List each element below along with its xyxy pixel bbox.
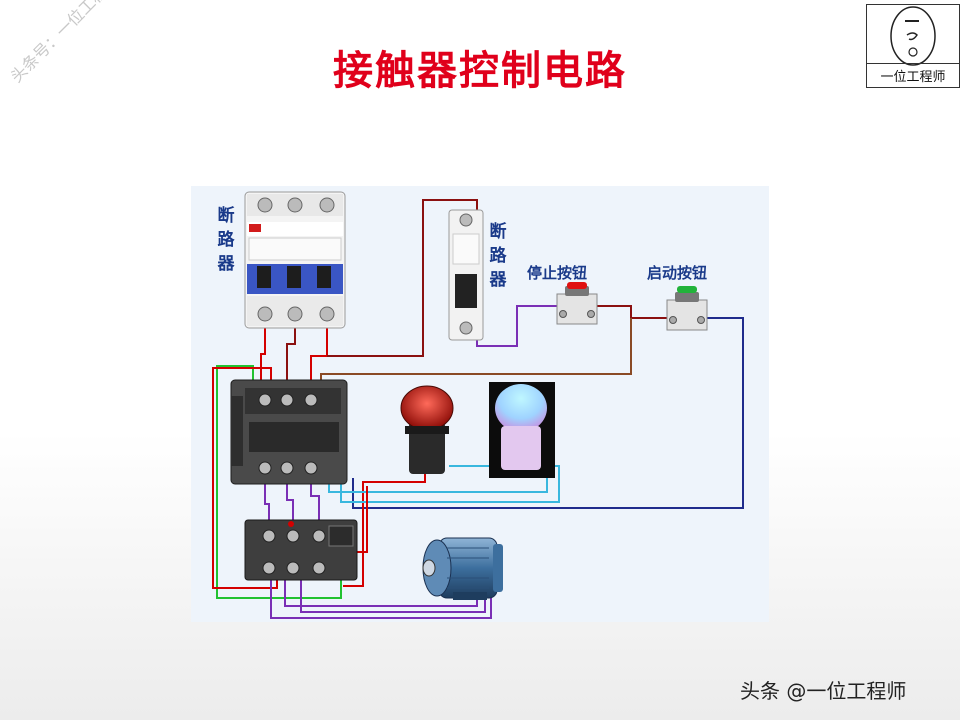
- motor: [422, 537, 503, 600]
- three-pole-breaker: [244, 191, 346, 329]
- stop-button: [556, 282, 598, 325]
- start-button: [666, 286, 708, 331]
- breaker-label-three-pole: 断路器: [217, 206, 235, 274]
- breaker-label-single-pole: 断路器: [489, 222, 507, 290]
- page-title: 接触器控制电路: [333, 48, 627, 94]
- thermal-overload-relay: [244, 519, 358, 581]
- logo: 一位工程师: [866, 4, 960, 88]
- single-pole-breaker: [448, 209, 484, 341]
- contactor: [230, 379, 348, 485]
- logo-text: 一位工程师: [867, 63, 959, 85]
- credit-text: 头条 @一位工程师: [740, 679, 907, 703]
- stop-button-label: 停止按钮: [527, 264, 588, 282]
- circuit-diagram: 断路器 断路器 停止按钮 启动按钮: [191, 186, 769, 622]
- wiring-schematic: [212, 191, 744, 619]
- red-indicator-lamp: [400, 385, 454, 474]
- white-indicator-lamp: [489, 382, 555, 478]
- start-button-label: 启动按钮: [647, 264, 708, 282]
- logo-emblem-icon: [890, 6, 936, 66]
